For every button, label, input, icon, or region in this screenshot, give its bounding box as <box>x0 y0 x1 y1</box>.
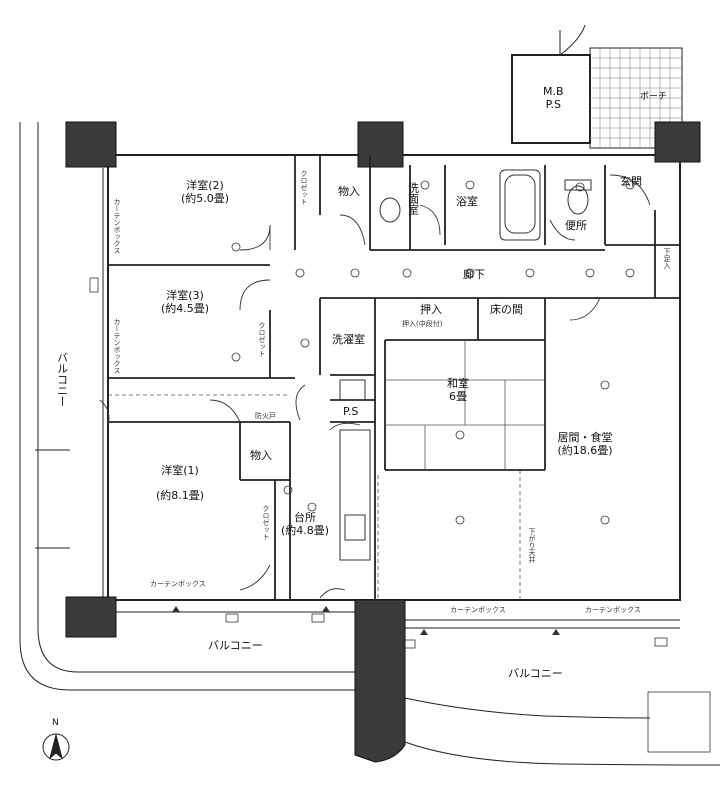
toilet-fixture <box>567 185 589 215</box>
south-balcony-outline <box>404 697 651 719</box>
room-label-toilet: 便所 <box>565 219 587 232</box>
balcony-label-south-right: バルコニー <box>508 667 563 680</box>
lowered-ceiling-note: 下がり天井 <box>528 528 537 563</box>
room-label-laundry: 洗濯室 <box>332 333 365 346</box>
north-arrow <box>42 733 70 761</box>
room-label-corridor: 廊下 <box>463 268 485 281</box>
curtain-box-note-2: カーテンボックス <box>113 318 122 374</box>
north-label: N <box>52 718 59 728</box>
room-label-mbps: M.B P.S <box>543 85 564 111</box>
kitchen-counter <box>339 429 371 561</box>
column <box>65 596 117 638</box>
curtain-box-note-1: カーテンボックス <box>113 198 122 254</box>
balcony-label-south-left: バルコニー <box>208 639 263 652</box>
room-label-bathroom: 浴室 <box>456 195 478 208</box>
room-label-living-dining: 居間・食堂(約18.6畳) <box>557 431 613 457</box>
room-label-western-1: 洋室(1) (約8.1畳) <box>155 464 205 502</box>
closet-label-1: クロゼット <box>300 170 309 205</box>
room-label-storage-2: 物入 <box>250 449 272 462</box>
washer-space <box>339 379 366 401</box>
column <box>654 121 701 163</box>
fire-door-note: 防火戸 <box>255 412 276 420</box>
room-label-western-2: 洋室(2)(約5.0畳) <box>180 179 230 205</box>
column <box>354 599 406 763</box>
room-label-porch: ポーチ <box>640 92 668 102</box>
room-label-washroom-upper: 洗面室 <box>406 182 420 215</box>
curtain-box-note-5: カーテンボックス <box>585 606 641 614</box>
room-label-oshiire: 押入 <box>420 303 442 316</box>
room-label-western-3: 洋室(3)(約4.5畳) <box>160 289 210 315</box>
column <box>357 121 404 168</box>
west-balcony-outline <box>19 122 355 691</box>
room-label-entrance: 玄関 <box>620 175 642 188</box>
curtain-box-note-4: カーテンボックス <box>450 606 506 614</box>
wash-basin <box>379 197 401 223</box>
oshiire-shelf-note: 押入(中段付) <box>402 320 443 328</box>
curtain-box-note-3: カーテンボックス <box>150 580 206 588</box>
room-label-kitchen: 台所(約4.8畳) <box>280 511 330 537</box>
shoe-box-note: 下足入 <box>663 248 672 269</box>
closet-label-2: クロゼット <box>258 322 267 357</box>
balcony-label-west: バルコニー <box>55 352 69 407</box>
closet-label-3: クロゼット <box>262 505 271 540</box>
column <box>65 121 117 168</box>
room-label-storage-1: 物入 <box>338 185 360 198</box>
bathtub <box>499 169 541 241</box>
room-label-ps: P.S <box>343 405 359 418</box>
room-label-tokonoma: 床の間 <box>490 303 523 316</box>
